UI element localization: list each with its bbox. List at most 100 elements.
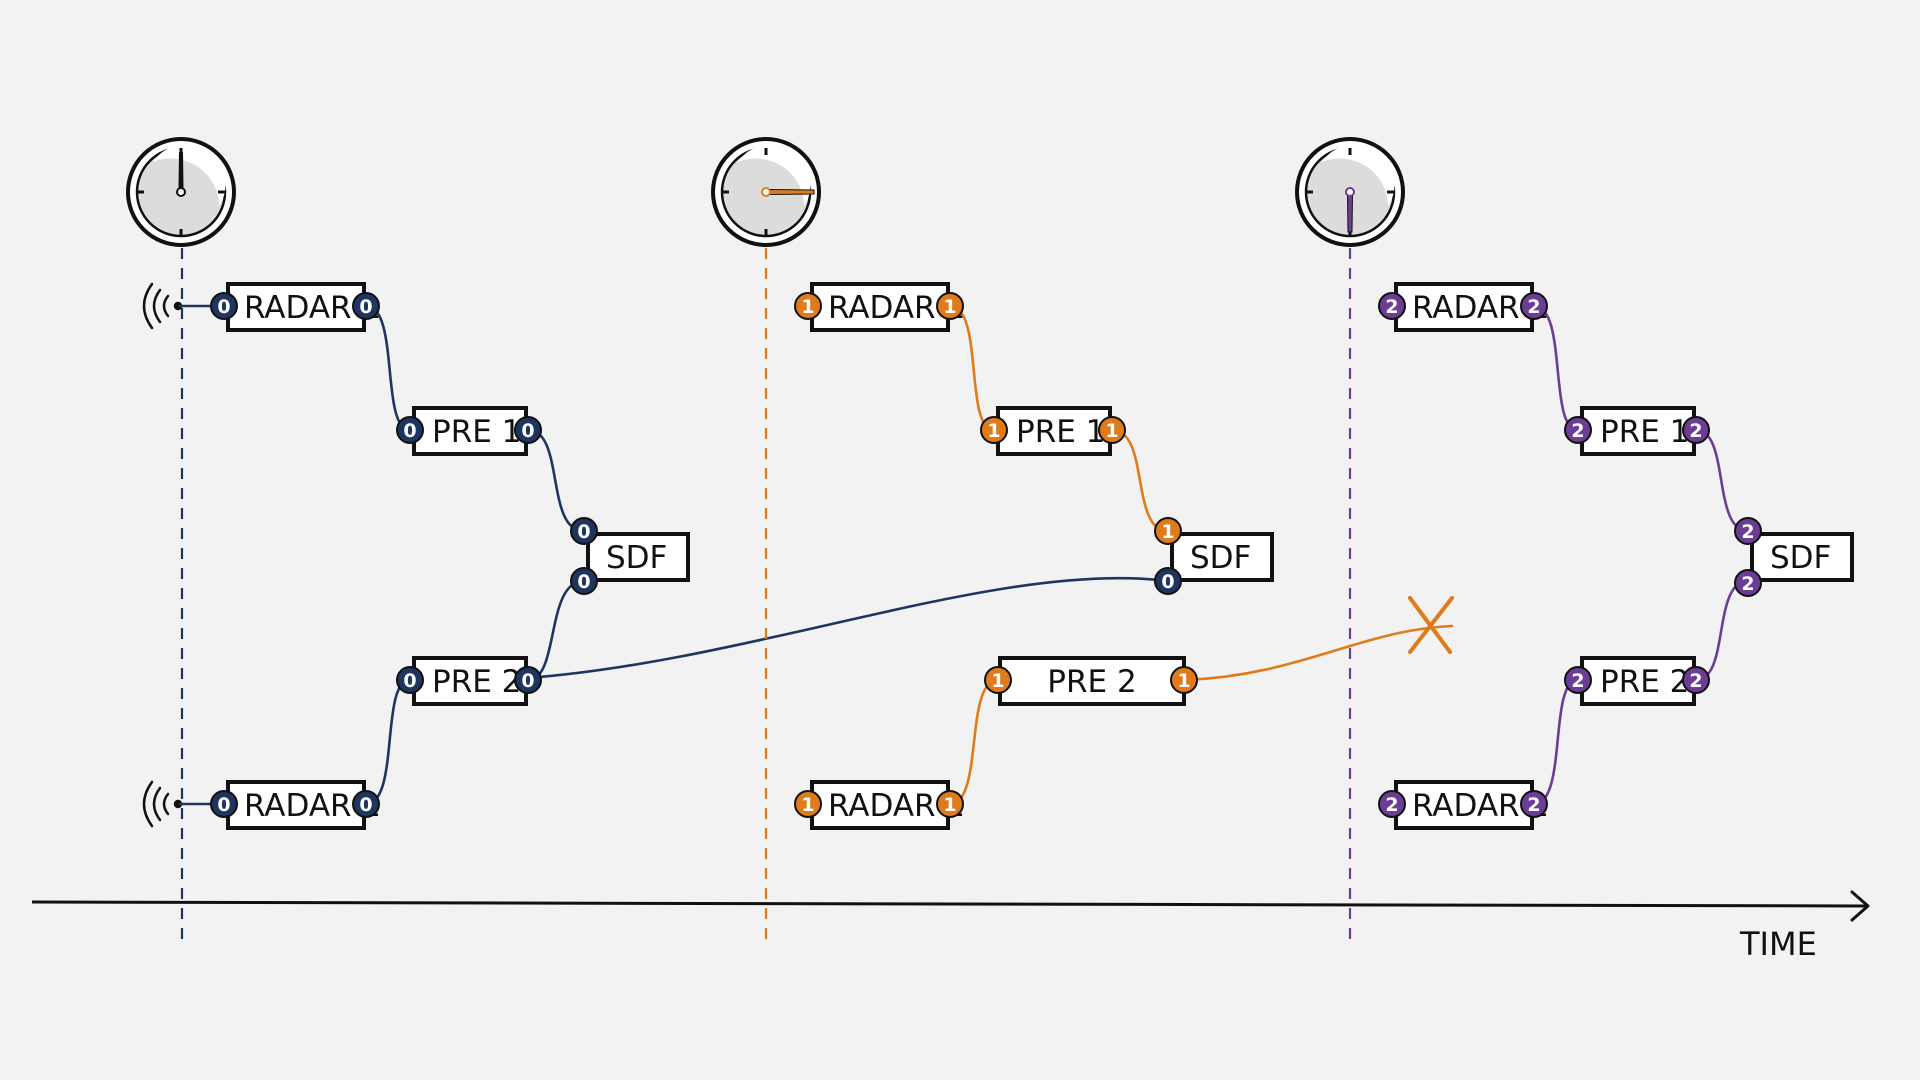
connection-pre1-sdf xyxy=(1110,428,1170,533)
clock-icon xyxy=(126,137,236,247)
stage-2: RADAR 1 PRE 1 SDF PRE 2 RADAR 2 2 2 2 2 … xyxy=(1295,137,1854,940)
stage-0: RADAR 1 PRE 1 SDF PRE 2 RADAR 2 0 0 0 0 … xyxy=(126,137,1170,940)
svg-text:1: 1 xyxy=(1177,670,1190,692)
port-badge: 0 xyxy=(352,292,380,320)
clock-icon xyxy=(1295,137,1405,247)
radar-signal-icon xyxy=(142,282,214,330)
connection-pre1-sdf xyxy=(1694,428,1750,533)
port-badge: 0 xyxy=(570,517,598,545)
svg-text:SDF: SDF xyxy=(1770,540,1831,576)
svg-text:PRE 2: PRE 2 xyxy=(432,664,521,700)
connection-radar2-pre2 xyxy=(364,678,412,806)
svg-text:2: 2 xyxy=(1527,296,1540,318)
port-badge: 1 xyxy=(936,292,964,320)
port-badge: 0 xyxy=(514,416,542,444)
dropped-message-x-icon xyxy=(1408,596,1454,654)
connection-pre2-dropped xyxy=(1182,624,1454,682)
svg-text:1: 1 xyxy=(987,420,1000,442)
svg-text:1: 1 xyxy=(943,794,956,816)
port-badge: 2 xyxy=(1682,666,1710,694)
svg-text:2: 2 xyxy=(1689,670,1702,692)
svg-text:1: 1 xyxy=(943,296,956,318)
svg-text:PRE 1: PRE 1 xyxy=(432,414,521,450)
svg-text:2: 2 xyxy=(1689,420,1702,442)
svg-text:0: 0 xyxy=(403,670,416,692)
svg-text:1: 1 xyxy=(991,670,1004,692)
node-sdf: SDF xyxy=(586,532,690,582)
time-axis: TIME xyxy=(31,890,1870,963)
node-pre2: PRE 2 xyxy=(1580,656,1696,706)
svg-text:1: 1 xyxy=(801,296,814,318)
port-badge: 2 xyxy=(1378,790,1406,818)
port-badge: 1 xyxy=(794,790,822,818)
port-badge: 1 xyxy=(984,666,1012,694)
svg-text:2: 2 xyxy=(1741,573,1754,595)
svg-text:PRE 2: PRE 2 xyxy=(1047,664,1136,700)
svg-text:0: 0 xyxy=(359,296,372,318)
svg-text:0: 0 xyxy=(577,571,590,593)
port-badge: 0 xyxy=(352,790,380,818)
connection-pre2-to-stage1-sdf xyxy=(526,576,1170,680)
svg-text:PRE 2: PRE 2 xyxy=(1600,664,1689,700)
node-radar1: RADAR 1 xyxy=(1394,282,1549,332)
connection-pre2-sdf xyxy=(1694,579,1750,682)
svg-text:0: 0 xyxy=(217,296,230,318)
svg-text:1: 1 xyxy=(1105,420,1118,442)
radar-signal-icon xyxy=(142,780,214,828)
node-sdf: SDF xyxy=(1750,532,1854,582)
svg-text:0: 0 xyxy=(521,670,534,692)
port-badge: 0 xyxy=(514,666,542,694)
port-badge: 2 xyxy=(1564,666,1592,694)
port-badge: 1 xyxy=(980,416,1008,444)
svg-text:SDF: SDF xyxy=(1190,540,1251,576)
connection-radar2-pre2 xyxy=(1532,678,1580,806)
clock-icon xyxy=(711,137,821,247)
connection-pre2-sdf xyxy=(526,579,586,682)
svg-text:0: 0 xyxy=(1161,571,1174,593)
port-badge-stage-0: 0 xyxy=(1154,567,1182,595)
svg-text:2: 2 xyxy=(1741,521,1754,543)
svg-text:0: 0 xyxy=(403,420,416,442)
node-pre2: PRE 2 xyxy=(998,656,1186,706)
svg-text:1: 1 xyxy=(801,794,814,816)
port-badge: 0 xyxy=(570,567,598,595)
svg-text:0: 0 xyxy=(359,794,372,816)
port-badge: 0 xyxy=(396,666,424,694)
port-badge: 2 xyxy=(1564,416,1592,444)
node-radar1: RADAR 1 xyxy=(226,282,381,332)
port-badge: 1 xyxy=(1154,517,1182,545)
port-badge: 1 xyxy=(936,790,964,818)
svg-text:0: 0 xyxy=(521,420,534,442)
svg-text:SDF: SDF xyxy=(606,540,667,576)
port-badge: 1 xyxy=(1098,416,1126,444)
port-badge: 2 xyxy=(1734,569,1762,597)
svg-text:0: 0 xyxy=(577,521,590,543)
port-badge: 0 xyxy=(210,292,238,320)
port-badge: 0 xyxy=(396,416,424,444)
port-badge: 2 xyxy=(1520,292,1548,320)
svg-text:1: 1 xyxy=(1161,521,1174,543)
node-pre1: PRE 1 xyxy=(1580,406,1696,456)
port-badge: 0 xyxy=(210,790,238,818)
svg-text:2: 2 xyxy=(1571,420,1584,442)
port-badge: 2 xyxy=(1378,292,1406,320)
svg-text:2: 2 xyxy=(1571,670,1584,692)
time-axis-label: TIME xyxy=(1739,925,1817,963)
port-badge: 1 xyxy=(1170,666,1198,694)
stage-1: RADAR 1 PRE 1 SDF PRE 2 RADAR 2 1 1 1 1 … xyxy=(711,137,1454,940)
svg-text:PRE 1: PRE 1 xyxy=(1016,414,1105,450)
port-badge: 1 xyxy=(794,292,822,320)
svg-text:PRE 1: PRE 1 xyxy=(1600,414,1689,450)
svg-text:0: 0 xyxy=(217,794,230,816)
svg-text:2: 2 xyxy=(1385,296,1398,318)
port-badge: 2 xyxy=(1682,416,1710,444)
connection-pre1-sdf xyxy=(526,428,586,533)
node-sdf: SDF xyxy=(1170,532,1274,582)
connection-radar2-pre2 xyxy=(948,678,1000,806)
node-pre1: PRE 1 xyxy=(412,406,528,456)
node-pre2: PRE 2 xyxy=(412,656,528,706)
port-badge: 2 xyxy=(1520,790,1548,818)
svg-text:2: 2 xyxy=(1385,794,1398,816)
port-badge: 2 xyxy=(1734,517,1762,545)
